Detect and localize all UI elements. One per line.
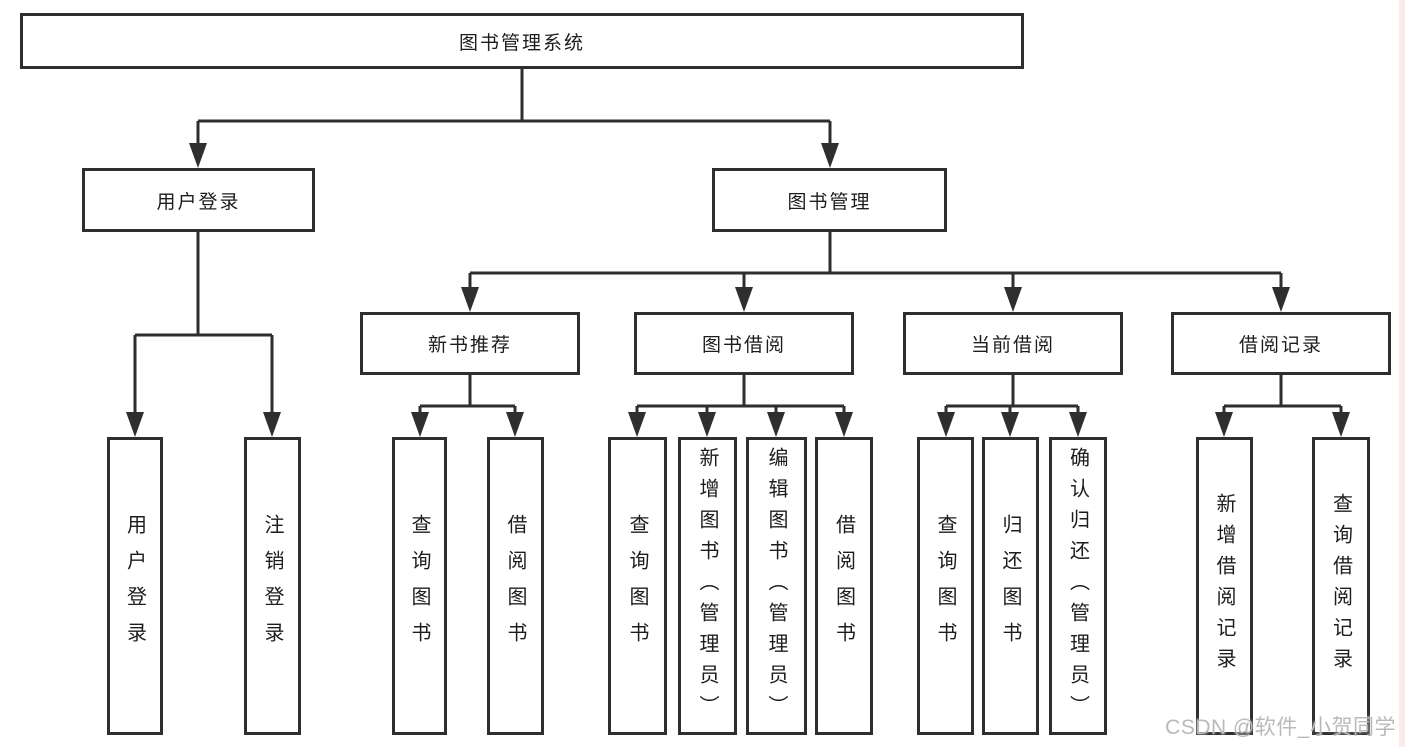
leaf-borrow-books-recommend: 借阅图书 [487,437,544,735]
leaf-edit-book-admin: 编辑图书（管理员） [746,437,807,735]
leaf-user-login: 用户登录 [107,437,163,735]
csdn-watermark: CSDN @软件_小贺同学 [1165,716,1396,739]
leaf-return-books: 归还图书 [982,437,1039,735]
leaf-query-borrow-record: 查询借阅记录 [1312,437,1370,735]
node-current-borrowing: 当前借阅 [903,312,1123,375]
node-user-login: 用户登录 [82,168,315,232]
leaf-query-books-recommend: 查询图书 [392,437,447,735]
right-edge-strip [1399,0,1405,747]
leaf-logout: 注销登录 [244,437,301,735]
leaf-borrow-books-borrowing: 借阅图书 [815,437,873,735]
node-book-borrowing: 图书借阅 [634,312,854,375]
node-library-management-system: 图书管理系统 [20,13,1024,69]
leaf-query-books-current: 查询图书 [917,437,974,735]
node-new-book-recommendation: 新书推荐 [360,312,580,375]
node-book-management: 图书管理 [712,168,947,232]
leaf-add-borrow-record: 新增借阅记录 [1196,437,1253,735]
node-borrowing-records: 借阅记录 [1171,312,1391,375]
leaf-confirm-return-admin: 确认归还（管理员） [1049,437,1107,735]
leaf-add-book-admin: 新增图书（管理员） [678,437,737,735]
leaf-query-books-borrowing: 查询图书 [608,437,667,735]
